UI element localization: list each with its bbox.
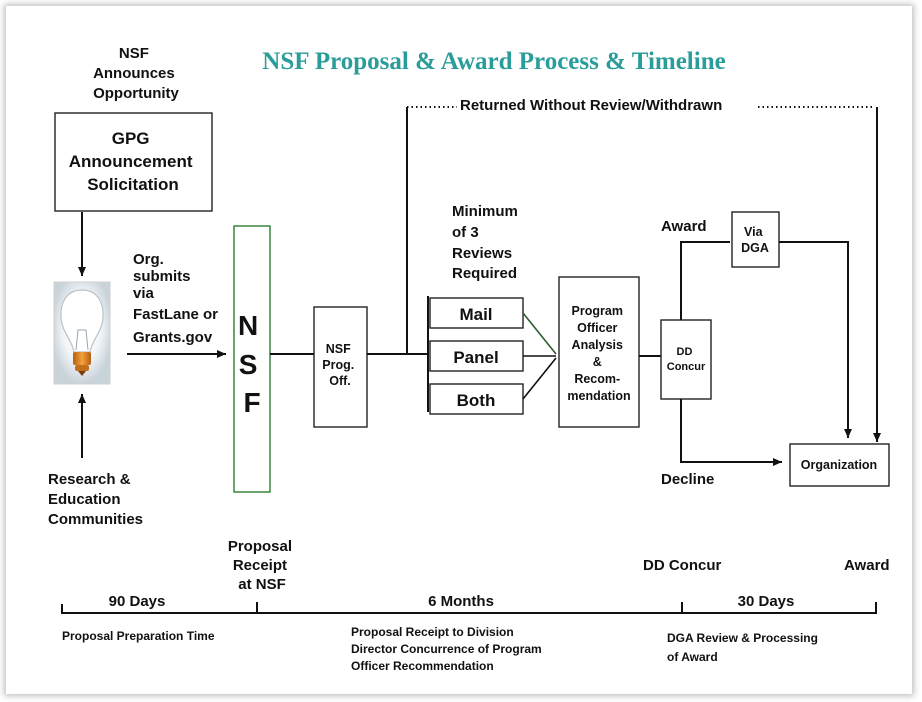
nsf-program-office-box — [313, 306, 368, 428]
timeline-award-label: Award — [844, 557, 890, 574]
returned-label: Returned Without Review/Withdrawn — [460, 97, 722, 114]
mail-to-officer-line — [522, 312, 557, 355]
review-panel-label: Panel — [453, 348, 498, 367]
timeline-phase1-description: Proposal Preparation Time — [62, 629, 215, 643]
program-officer-label: Program Officer Analysis & Recom- mendat… — [567, 304, 630, 403]
timeline-proposal-receipt-label: Proposal Receipt at NSF — [228, 538, 296, 593]
gpg-box — [54, 112, 213, 212]
org-submits-label: Org. submits via FastLane or Grants.gov — [133, 251, 222, 346]
decline-label: Decline — [661, 471, 714, 488]
nsf-box — [233, 225, 271, 493]
timeline-phase2-description: Proposal Receipt to Division Director Co… — [351, 625, 545, 673]
reviews-required-label: Minimum of 3 Reviews Required — [452, 203, 522, 282]
decline-path-arrow — [680, 399, 782, 466]
both-to-officer-line — [522, 357, 557, 400]
review-both-box — [429, 383, 524, 415]
dd-concur-label: DD Concur — [667, 346, 706, 373]
timeline-phase3-duration: 30 Days — [738, 593, 795, 610]
review-both-label: Both — [457, 391, 496, 410]
gpg-box-label: GPG Announcement Solicitation — [69, 129, 197, 194]
timeline-phase2-duration: 6 Months — [428, 593, 494, 610]
via-dga-box — [731, 211, 780, 268]
dga-to-organization-arrow — [779, 241, 852, 438]
review-mail-box — [429, 297, 524, 329]
timeline-phase3-description: DGA Review & Processing of Award — [667, 631, 821, 664]
organization-box — [789, 443, 890, 487]
research-communities-label: Research & Education Communities — [48, 471, 143, 528]
award-path-label: Award — [661, 218, 707, 235]
award-path-line — [680, 241, 730, 320]
program-officer-box — [558, 276, 640, 428]
nsf-box-label: N S F — [238, 310, 266, 418]
nsf-announces-label: NSF Announces Opportunity — [93, 45, 179, 102]
review-mail-label: Mail — [459, 305, 492, 324]
nsf-program-office-label: NSF Prog. Off. — [322, 342, 357, 388]
timeline-dd-concur-label: DD Concur — [643, 557, 721, 574]
timeline-phase1-duration: 90 Days — [109, 593, 166, 610]
diagram-title: NSF Proposal & Award Process & Timeline — [262, 48, 725, 75]
organization-label: Organization — [801, 458, 877, 472]
lightbulb-icon — [53, 281, 111, 385]
via-dga-label: Via DGA — [741, 225, 769, 255]
dd-concur-box — [660, 319, 712, 400]
